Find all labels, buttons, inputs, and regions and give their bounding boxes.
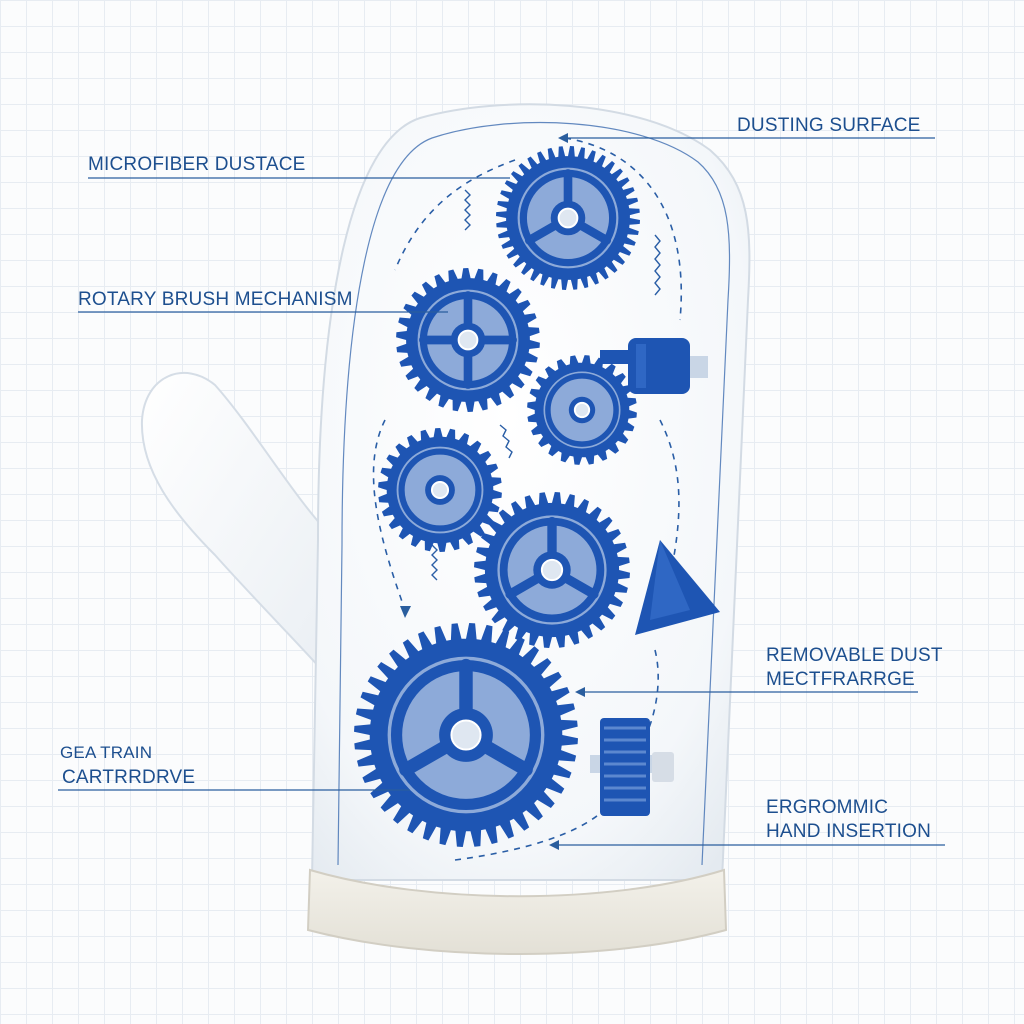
label-removable-dust-line1: REMOVABLE DUST <box>766 645 943 666</box>
gear-center-icon <box>474 492 630 648</box>
spring-bottom-left <box>431 544 438 581</box>
label-ergonomic-line2: HAND INSERTION <box>766 821 932 842</box>
arrowhead-dusting <box>558 133 568 143</box>
label-microfiber: MICROFIBER DUSTACE <box>88 154 306 175</box>
label-dusting-surface: DUSTING SURFACE <box>737 115 921 136</box>
roller-cartridge-icon <box>590 718 674 816</box>
spring-top-left <box>464 189 471 231</box>
arrowhead-left-path <box>400 606 411 618</box>
dashed-path-top <box>394 159 516 271</box>
leader-lines <box>58 137 945 846</box>
gear-upper-left-icon <box>396 268 540 412</box>
mitt-thumb <box>140 371 342 693</box>
spring-right <box>654 234 661 296</box>
leader-arrowheads <box>400 133 585 850</box>
springs <box>431 189 661 581</box>
arrowhead-ergonomic <box>549 840 559 850</box>
motor-cylinder-icon <box>600 338 708 394</box>
spring-mid <box>499 424 513 459</box>
cone-brush-icon <box>635 540 720 635</box>
gear-middle-left-icon <box>378 428 502 552</box>
dashed-path-right <box>564 137 682 321</box>
label-gear-train-line2: CARTRRDRVE <box>62 767 196 788</box>
label-rotary-brush: ROTARY BRUSH MECHANISM <box>78 289 353 310</box>
arrowhead-removable <box>575 687 585 697</box>
gear-middle-right-icon <box>527 355 637 465</box>
gear-large-bottom-icon <box>354 623 578 847</box>
dashed-path-mid <box>629 649 659 761</box>
label-gear-train-line1: GEA TRAIN <box>60 743 153 762</box>
side-components <box>590 338 720 816</box>
gear-top-icon <box>496 146 640 290</box>
dashed-path-left <box>372 419 406 611</box>
mitt-outline <box>337 121 731 866</box>
gear-train <box>354 146 640 847</box>
label-ergonomic-line1: ERGROMMIC <box>766 797 889 818</box>
label-removable-dust-line2: MECTFRARRGE <box>766 669 915 690</box>
mitt-cuff <box>306 868 728 955</box>
